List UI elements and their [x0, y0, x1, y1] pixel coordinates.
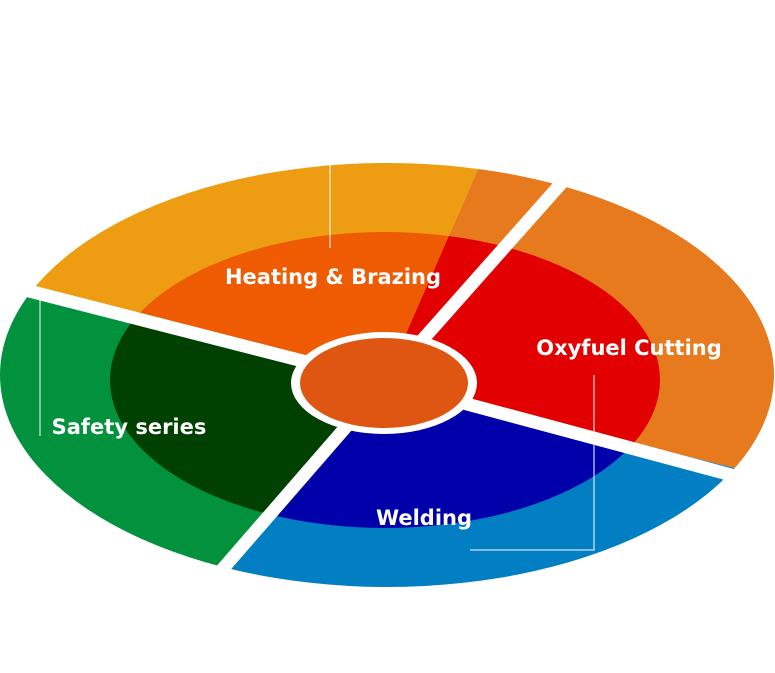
segment-heating-brazing[interactable]: [0, 0, 552, 382]
label-heating-brazing[interactable]: Heating & Brazing: [225, 265, 441, 289]
segment-safety-series-inner: [110, 285, 385, 528]
segment-welding[interactable]: [140, 382, 775, 669]
leader-lines: [39, 165, 595, 551]
center-hub[interactable]: [300, 338, 468, 428]
label-welding[interactable]: Welding: [376, 506, 472, 530]
label-safety-series[interactable]: Safety series: [52, 415, 207, 439]
segment-oxyfuel-cutting[interactable]: [385, 0, 775, 478]
label-oxyfuel-cutting[interactable]: Oxyfuel Cutting: [536, 336, 722, 360]
leader-oxyfuel-welding: [470, 375, 595, 551]
